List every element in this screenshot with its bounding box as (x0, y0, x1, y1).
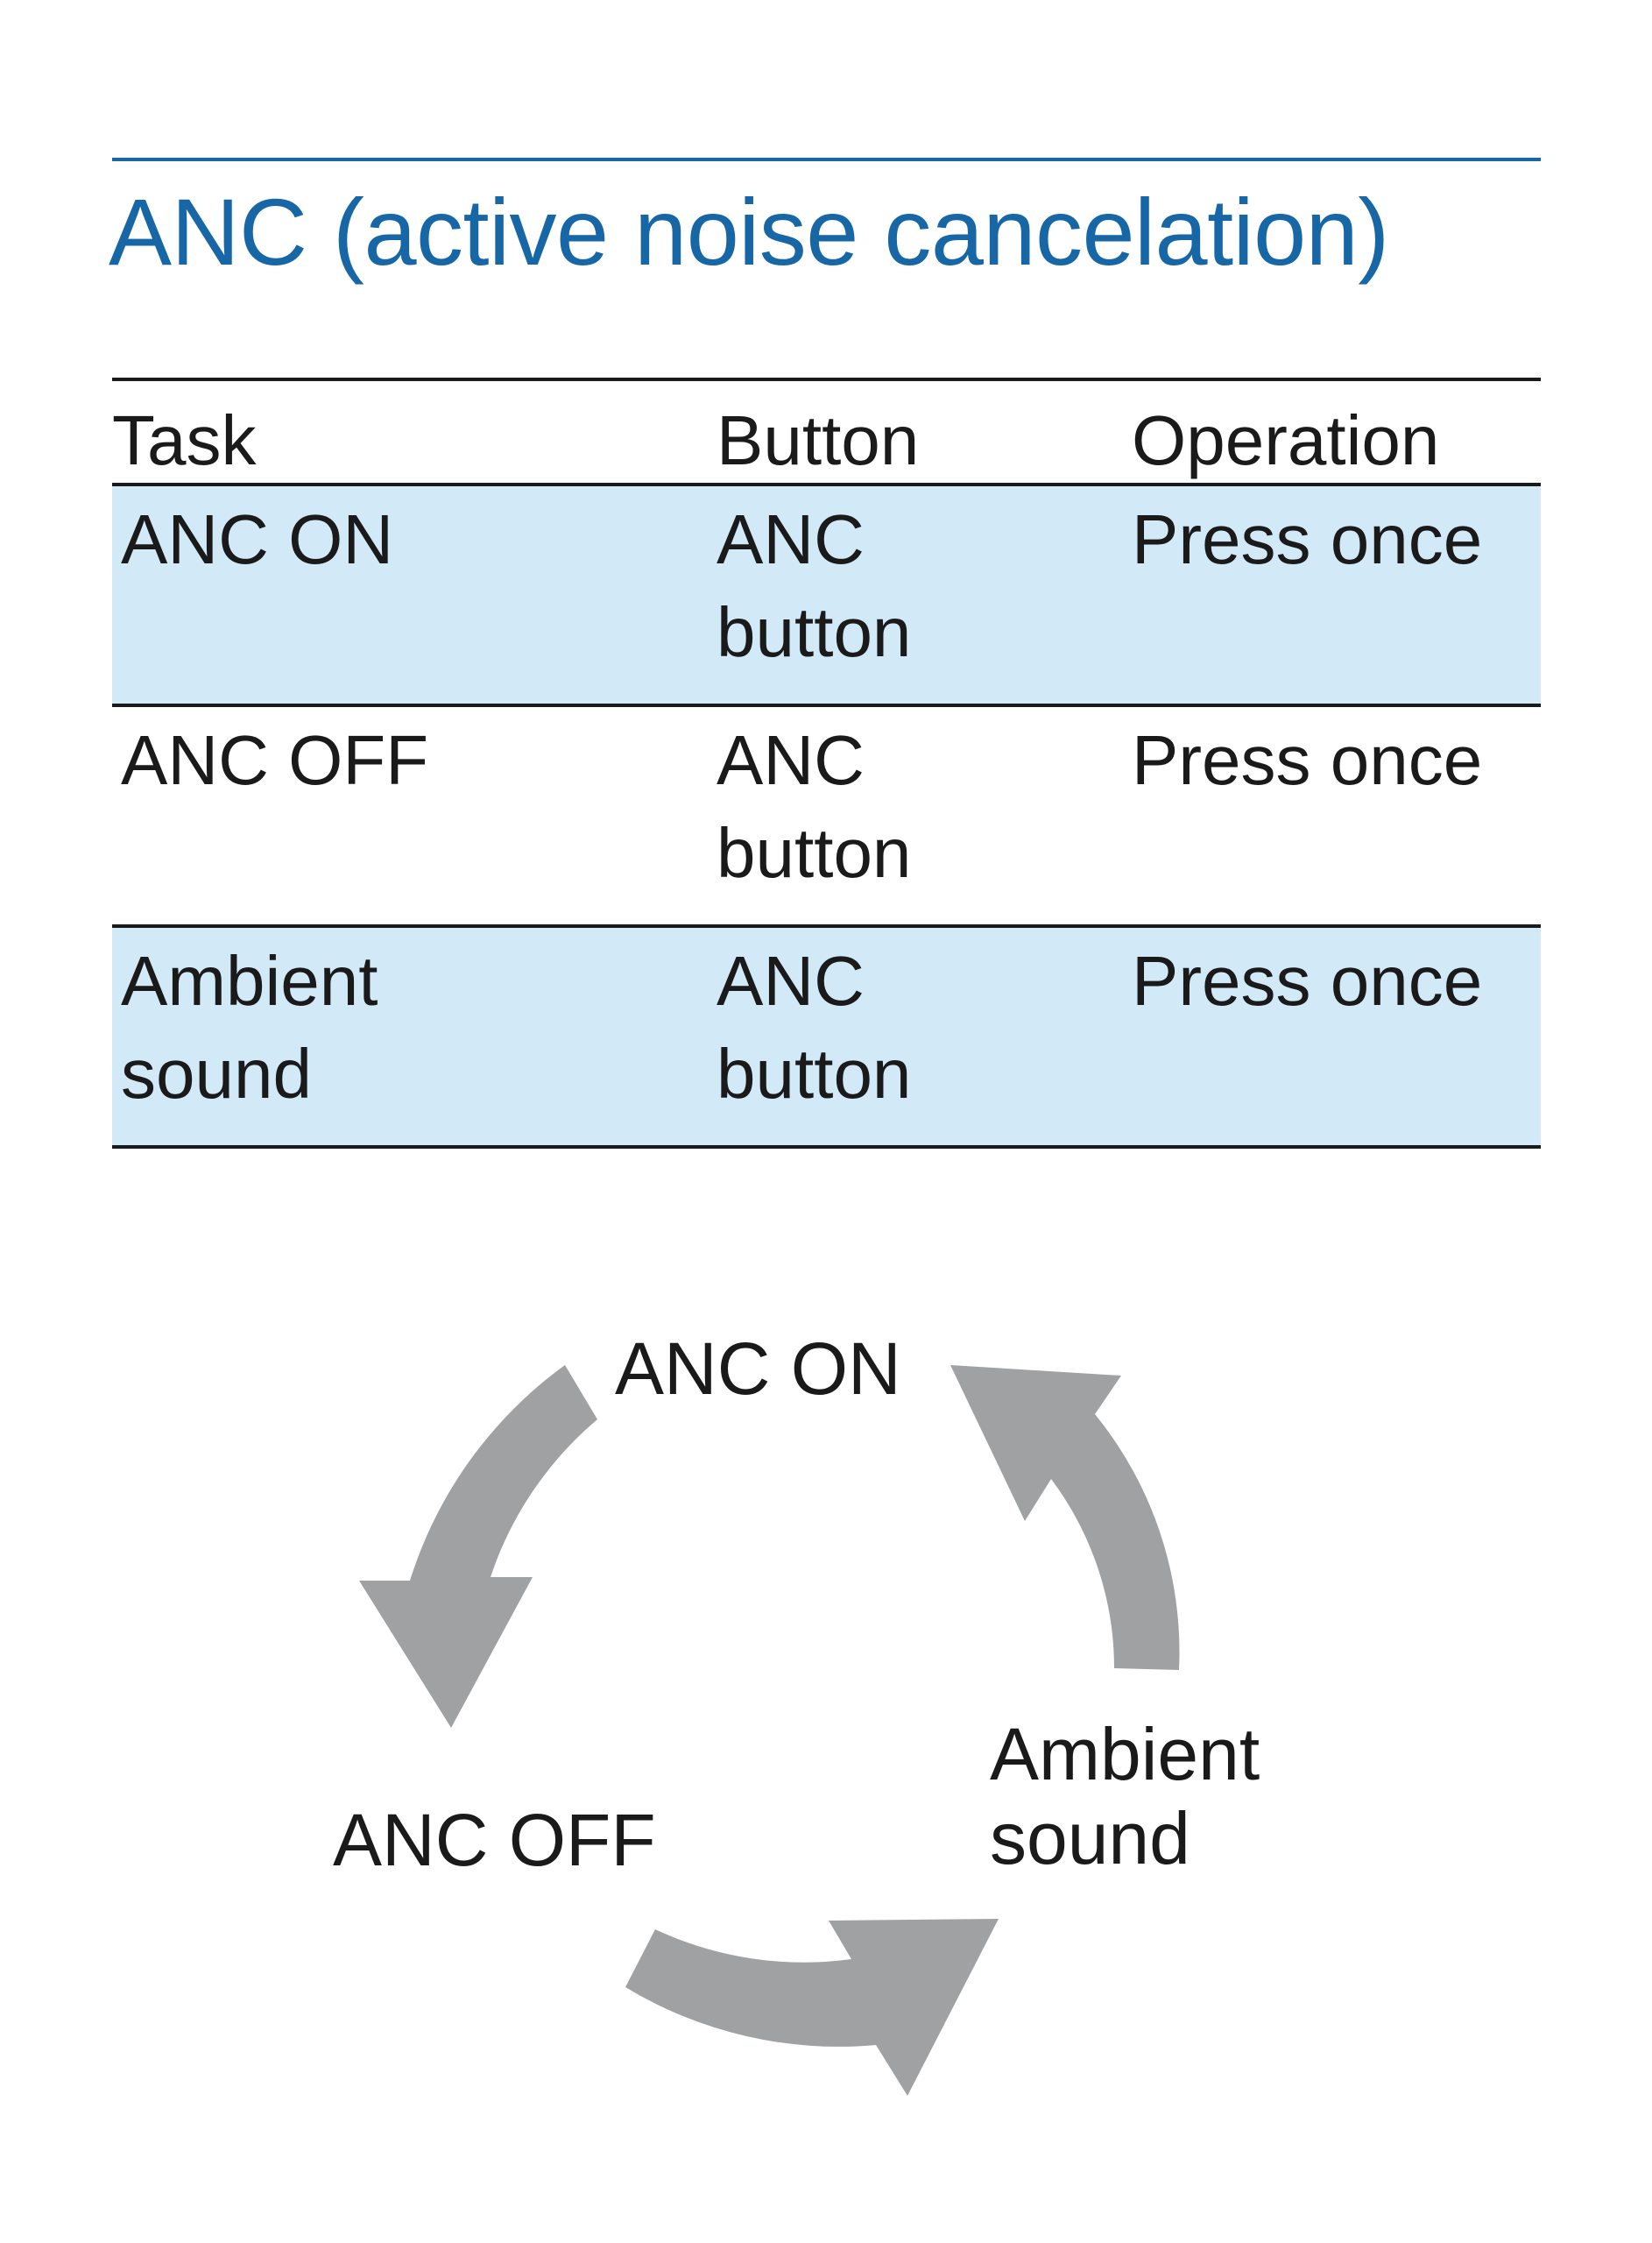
arrow-ambient-to-on-icon (950, 1365, 1180, 1670)
state-label-ambient: Ambient sound (990, 1713, 1260, 1879)
button-cell: ANC button (717, 942, 912, 1113)
button-cell: ANC button (717, 500, 912, 671)
state-label-anc-off: ANC OFF (333, 1799, 656, 1881)
button-cell: ANC button (717, 721, 912, 892)
arrow-off-to-ambient-icon (625, 1919, 999, 2096)
state-label-anc-on: ANC ON (615, 1327, 901, 1410)
table-row-anc-off: ANC OFF ANC button Press once (112, 707, 1541, 928)
header-button: Button (717, 401, 920, 479)
top-rule (112, 158, 1541, 161)
table-row-anc-on: ANC ON ANC button Press once (112, 486, 1541, 707)
table-row-ambient: Ambient sound ANC button Press once (112, 928, 1541, 1149)
task-cell: Ambient sound (121, 942, 378, 1113)
operation-cell: Press once (1132, 500, 1483, 578)
mode-cycle-diagram: ANC ON ANC OFF Ambient sound (0, 1227, 1652, 2103)
page-title: ANC (active noise cancelation) (109, 179, 1389, 285)
cycle-arrows (359, 1365, 1180, 2096)
header-operation: Operation (1132, 401, 1440, 479)
anc-table: Task Button Operation ANC ON ANC button … (112, 378, 1541, 1149)
arrow-on-to-off-icon (359, 1365, 597, 1728)
table-header-row: Task Button Operation (112, 378, 1541, 486)
operation-cell: Press once (1132, 721, 1483, 799)
header-task: Task (112, 401, 257, 479)
operation-cell: Press once (1132, 942, 1483, 1020)
task-cell: ANC OFF (121, 721, 429, 799)
task-cell: ANC ON (121, 500, 394, 578)
